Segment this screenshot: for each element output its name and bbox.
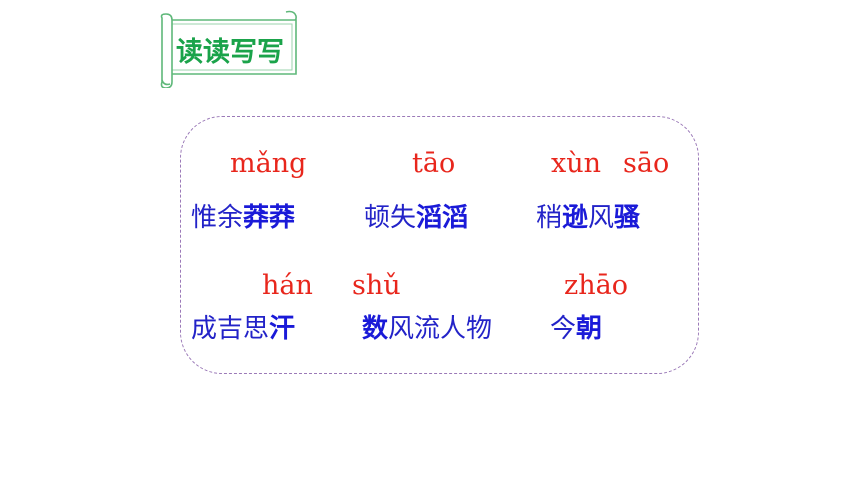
- pinyin-sao: sāo: [623, 148, 670, 179]
- pinyin-han: hán: [262, 270, 313, 301]
- word-plain: 今: [550, 314, 577, 344]
- pinyin-xun: xùn: [551, 148, 602, 179]
- word-bold: 汗: [269, 314, 296, 344]
- word-shu-fengliurenwu: 数风流人物: [362, 308, 492, 345]
- word-dunshi-taotao: 顿失滔滔: [364, 197, 468, 234]
- word-weiyu-mangmang: 惟余莽莽: [191, 197, 295, 234]
- word-chengjisihan: 成吉思汗: [191, 308, 295, 345]
- word-bold-2: 骚: [614, 203, 641, 233]
- word-jinzhao: 今朝: [550, 308, 602, 345]
- word-bold: 数: [362, 314, 389, 344]
- word-shaoxun-fengsao: 稍逊风骚: [536, 197, 640, 234]
- word-plain: 顿失: [364, 203, 417, 233]
- pinyin-shu: shǔ: [352, 270, 401, 301]
- word-bold: 滔滔: [416, 203, 469, 233]
- word-plain: 成吉思: [191, 314, 270, 344]
- pinyin-tao: tāo: [412, 148, 456, 179]
- pinyin-zhao: zhāo: [564, 270, 628, 301]
- word-bold: 朝: [576, 314, 603, 344]
- scroll-frame-icon: [160, 10, 297, 88]
- word-tail: 风流人物: [388, 314, 493, 344]
- pinyin-mang: mǎng: [230, 148, 307, 179]
- word-plain: 稍: [536, 203, 563, 233]
- word-plain: 惟余: [191, 203, 244, 233]
- vocab-card: [180, 116, 699, 374]
- reading-writing-banner: 读读写写: [158, 8, 302, 88]
- word-tail: 风: [588, 203, 615, 233]
- word-bold: 逊: [562, 203, 589, 233]
- word-bold: 莽莽: [243, 203, 296, 233]
- banner-title: 读读写写: [176, 37, 284, 68]
